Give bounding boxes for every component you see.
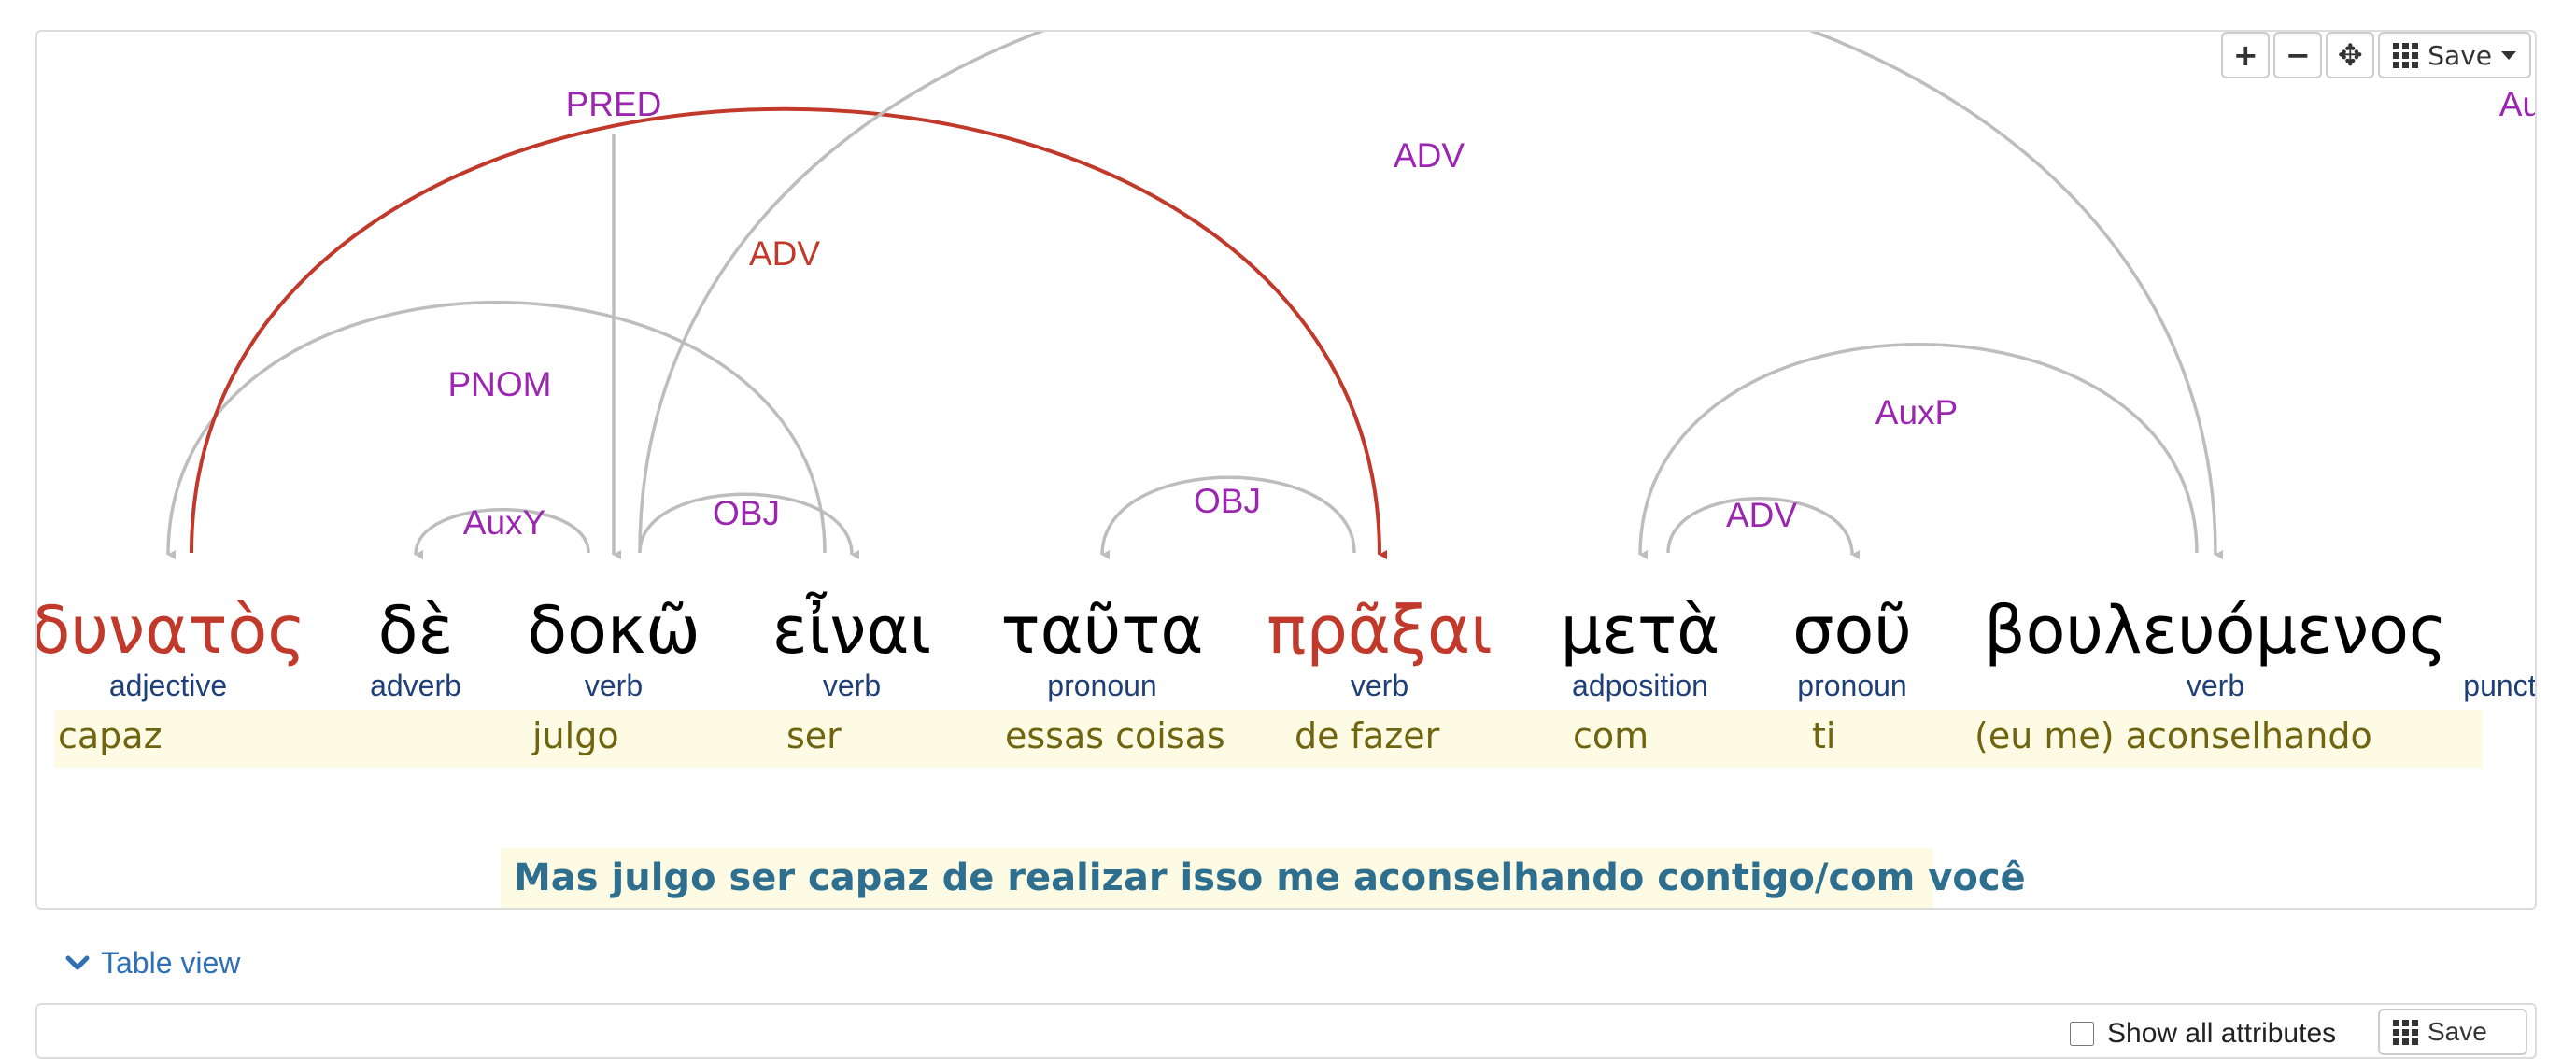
- plus-icon: +: [2232, 37, 2258, 73]
- token-form[interactable]: μετὰ: [1560, 592, 1720, 669]
- token-gloss: capaz: [58, 715, 163, 756]
- show-all-attributes-label: Show all attributes: [2107, 1018, 2337, 1049]
- dependency-arc: [166, 301, 827, 560]
- token-gloss: de fazer: [1295, 715, 1440, 756]
- token-pos: pronoun: [1047, 669, 1157, 702]
- relation-label[interactable]: AuxY: [463, 503, 545, 542]
- zoom-out-button[interactable]: −: [2273, 32, 2323, 78]
- token-gloss: essas coisas: [1005, 715, 1225, 756]
- relation-label[interactable]: OBJ: [713, 494, 780, 532]
- dependency-arc: [638, 32, 2224, 559]
- table-save-button[interactable]: Save: [2378, 1009, 2527, 1055]
- token-pos: verb: [584, 669, 644, 702]
- relation-label[interactable]: AuxP: [1875, 393, 1958, 431]
- table-view-label: Table view: [101, 946, 241, 980]
- token-gloss: ti: [1812, 715, 1836, 756]
- save-label: Save: [2427, 39, 2492, 71]
- grid-icon: [2393, 1019, 2418, 1045]
- token-form[interactable]: δυνατὸς: [35, 592, 306, 669]
- minus-icon: −: [2285, 37, 2311, 73]
- save-dropdown-button[interactable]: Save: [2378, 32, 2531, 78]
- gloss-bar: [54, 710, 2483, 768]
- dependency-arc: [1100, 475, 1356, 560]
- token-form[interactable]: ταῦτα: [1000, 592, 1204, 669]
- tree-panel: + − ✥ Save PRED PNOM AuxY OBJ ADV OBJ ADV AuxP A…: [35, 30, 2537, 910]
- token-pos: adjective: [108, 669, 228, 702]
- relation-label[interactable]: ADV: [1726, 496, 1797, 534]
- table-view-toggle[interactable]: Table view: [65, 946, 240, 981]
- token-pos: verb: [822, 669, 882, 702]
- relation-label[interactable]: PRED: [566, 85, 662, 123]
- dependency-arc: [1666, 497, 1861, 559]
- relation-label[interactable]: ADV: [1394, 136, 1465, 175]
- token-gloss: julgo: [532, 715, 619, 756]
- token-gloss: (eu me) aconselhando: [1974, 715, 2372, 756]
- translation-text: Mas julgo ser capaz de realizar isso me …: [501, 848, 2026, 908]
- token-pos: pronoun: [1797, 669, 1907, 702]
- token-form[interactable]: πρᾶξαι: [1267, 592, 1493, 669]
- dependency-arc: [190, 106, 1388, 559]
- tree-toolbar: + − ✥ Save: [2221, 32, 2531, 78]
- token-pos: verb: [2186, 669, 2245, 702]
- grid-icon: [2393, 42, 2419, 68]
- relation-label[interactable]: AuxK: [2499, 85, 2537, 123]
- caret-down-icon: [2501, 50, 2516, 60]
- token-form[interactable]: σοῦ: [1792, 592, 1912, 669]
- show-all-attributes-toggle[interactable]: Show all attributes: [2070, 1018, 2336, 1050]
- token-pos: verb: [1350, 669, 1409, 702]
- dependency-arc: [414, 508, 590, 560]
- dependency-tree: PRED PNOM AuxY OBJ ADV OBJ ADV AuxP ADV AuxK: [166, 32, 2537, 560]
- token-form[interactable]: εἶναι: [771, 592, 932, 669]
- chevron-down-icon: [65, 955, 90, 969]
- token-form[interactable]: βουλευόμενος: [1984, 592, 2447, 669]
- dependency-arc: [1638, 343, 2199, 560]
- table-save-label: Save: [2427, 1017, 2487, 1046]
- token-form[interactable]: δὲ: [377, 592, 454, 669]
- relation-label[interactable]: ADV: [749, 234, 820, 273]
- token-pos: adposition: [1572, 669, 1708, 702]
- show-all-attributes-checkbox[interactable]: [2070, 1022, 2094, 1046]
- token-form[interactable]: .: [2530, 592, 2535, 669]
- zoom-in-button[interactable]: +: [2221, 32, 2271, 78]
- relation-label[interactable]: PNOM: [448, 365, 552, 403]
- relation-label[interactable]: OBJ: [1194, 482, 1261, 520]
- move-icon: ✥: [2337, 37, 2363, 73]
- reset-position-button[interactable]: ✥: [2326, 32, 2375, 78]
- token-pos: punctuation: [2463, 669, 2537, 702]
- dependency-arc: [638, 492, 860, 559]
- token-gloss: ser: [786, 715, 842, 756]
- token-pos: adverb: [370, 669, 461, 702]
- token-form[interactable]: δοκῶ: [527, 592, 701, 669]
- token-gloss: com: [1573, 715, 1649, 756]
